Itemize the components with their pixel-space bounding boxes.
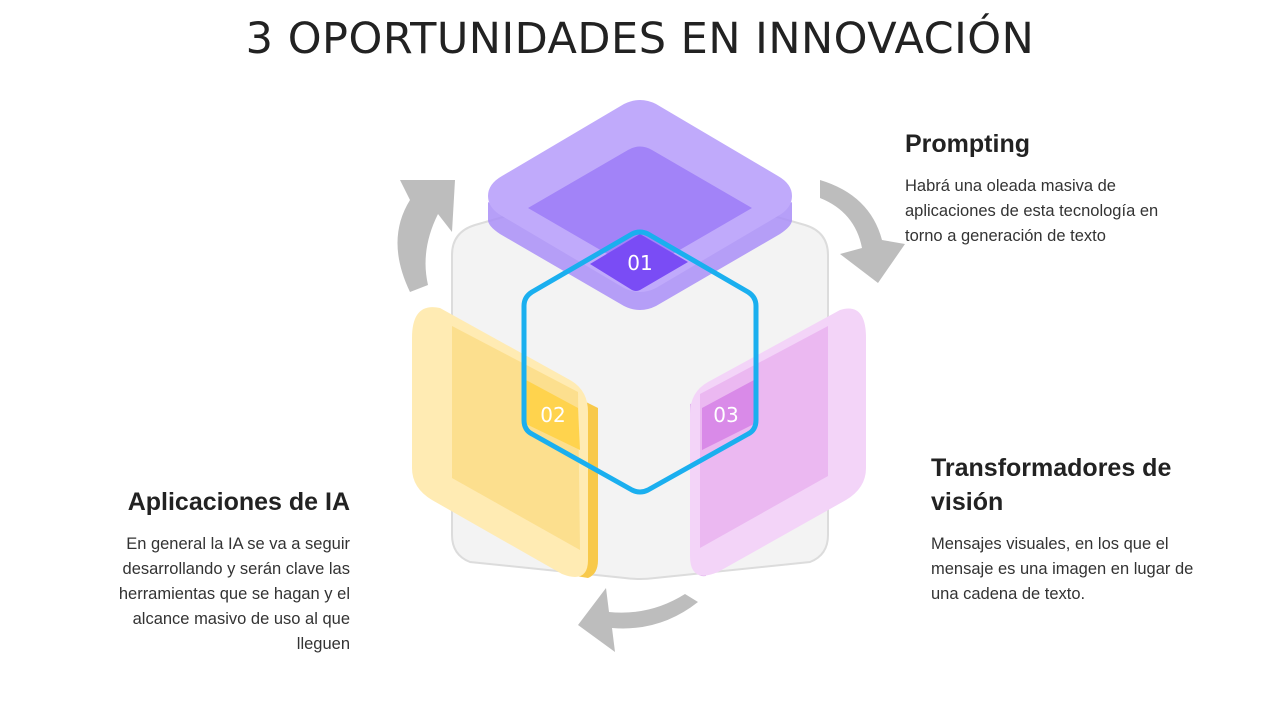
item-03-heading: Transformadores de visión (931, 454, 1172, 516)
item-03-text: Mensajes visuales, en los que el mensaje… (931, 534, 1194, 603)
item-01-text: Habrá una oleada masiva de aplicaciones … (905, 176, 1159, 245)
number-badge-02 (526, 380, 580, 450)
cycle-arrow-left (397, 180, 455, 292)
tile-01-face (528, 146, 752, 270)
cycle-arrow-top-right (820, 180, 905, 283)
cycle-arrow-bottom (578, 588, 698, 652)
tile-03-face (700, 326, 828, 548)
number-badge-03 (702, 380, 754, 450)
hexagon-outline (521, 229, 759, 495)
number-01-label: 01 (627, 251, 652, 275)
number-03-label: 03 (713, 403, 738, 427)
item-03-block: Transformadores de visión Mensajes visua… (931, 452, 1201, 607)
item-02-heading: Aplicaciones de IA (127, 488, 350, 516)
number-02-label: 02 (540, 403, 565, 427)
item-02-text: En general la IA se va a seguir desarrol… (118, 534, 350, 653)
item-02-block: Aplicaciones de IA En general la IA se v… (90, 486, 350, 657)
item-01-heading: Prompting (905, 130, 1030, 158)
tile-01-edge (488, 202, 792, 310)
number-badge-01 (590, 234, 688, 291)
page-title: 3 OPORTUNIDADES EN INNOVACIÓN (245, 14, 1035, 64)
item-01-block: Prompting Habrá una oleada masiva de apl… (905, 128, 1195, 249)
tile-02-face (452, 326, 580, 550)
